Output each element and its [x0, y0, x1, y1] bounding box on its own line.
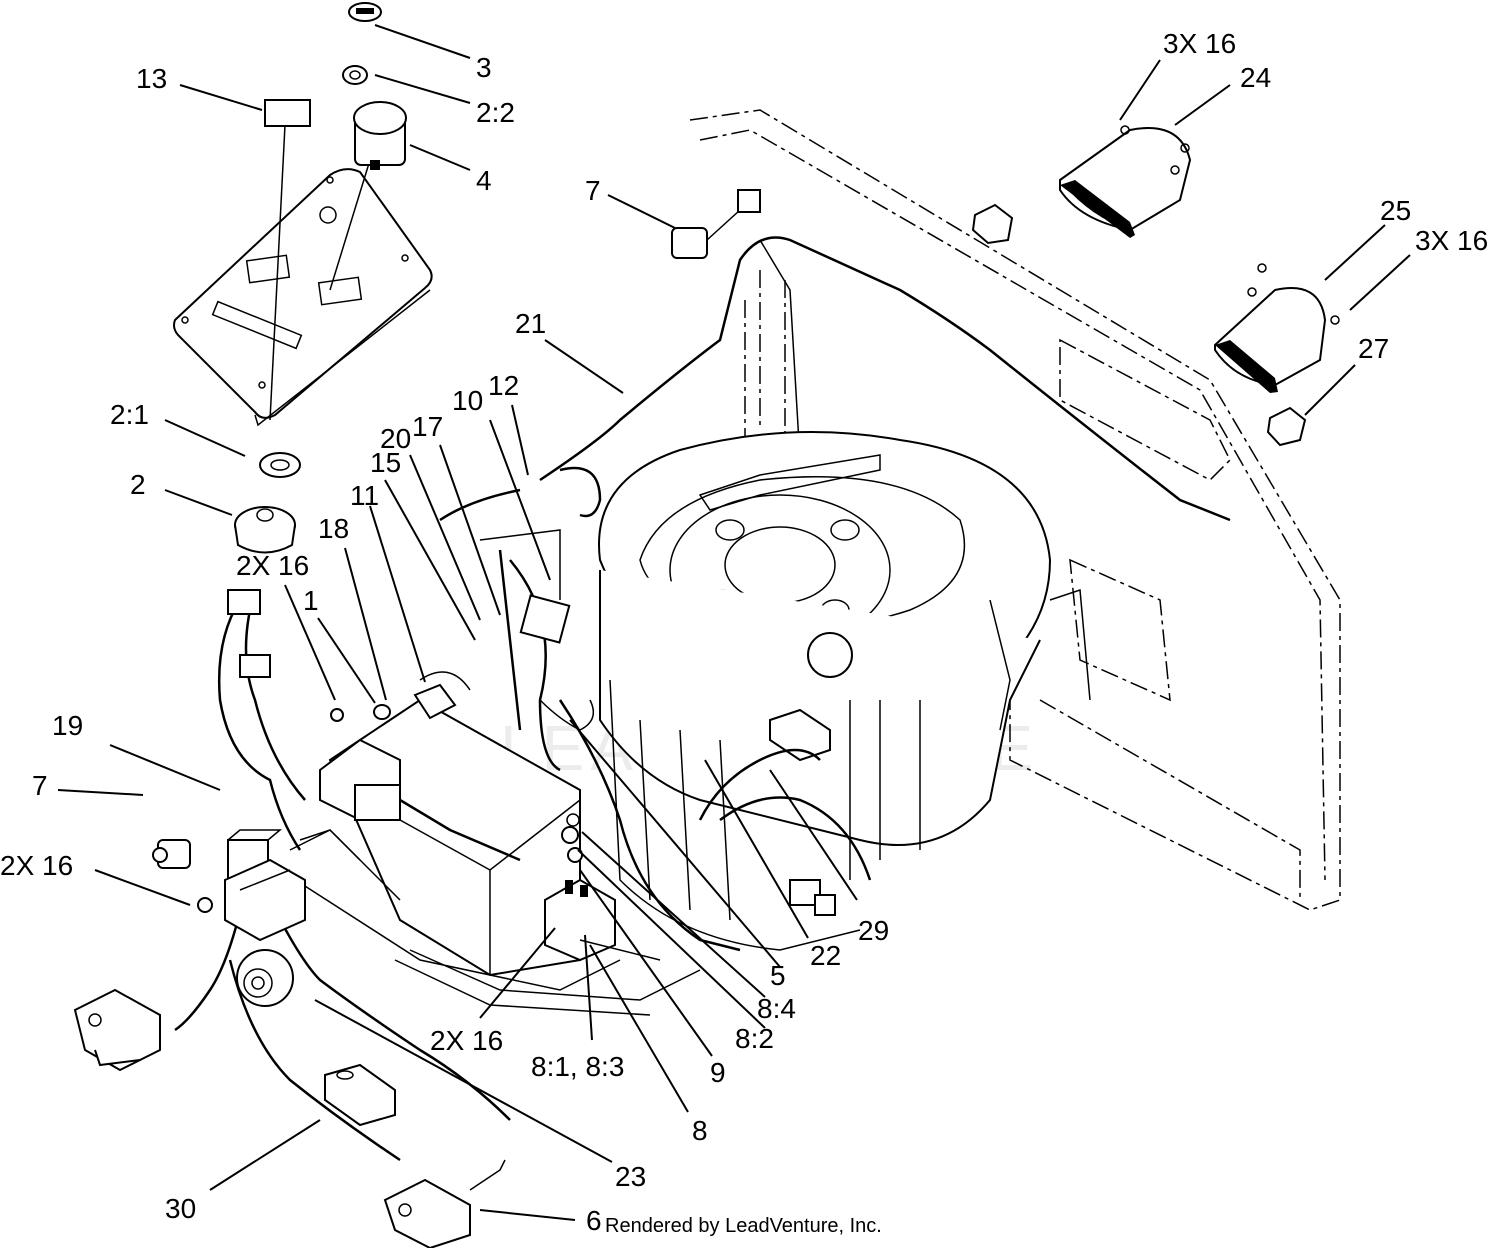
callout-2x16-a: 2X 16 [236, 550, 309, 581]
callout-4: 4 [476, 165, 492, 196]
callout-10: 10 [452, 385, 483, 416]
part-13-decal [264, 99, 311, 127]
part-7-left-plug [152, 839, 191, 869]
wire-harness [439, 236, 1231, 952]
callout-1: 1 [303, 585, 319, 616]
callout-8-1-8-3: 8:1, 8:3 [531, 1051, 624, 1082]
part-25-headlight [1214, 263, 1340, 393]
relay-bracket [197, 829, 361, 942]
part-2-1-washer [259, 452, 301, 478]
part-6-connector [383, 1159, 506, 1248]
callout-24: 24 [1240, 62, 1271, 93]
callout-5: 5 [770, 960, 786, 991]
engine-harness [698, 708, 836, 916]
engine [598, 431, 1091, 951]
callout-21: 21 [515, 308, 546, 339]
callout-18: 18 [318, 513, 349, 544]
part-8-solenoid [544, 813, 661, 962]
part-2-knob [234, 506, 296, 554]
callout-11: 11 [350, 480, 379, 511]
battery-cables [373, 529, 595, 772]
callout-2-2: 2:2 [476, 97, 515, 128]
callout-2: 2 [130, 469, 146, 500]
callout-20: 20 [380, 423, 411, 454]
leader-lines [57, 24, 1411, 1221]
callout-15: 15 [370, 447, 401, 478]
callout-23: 23 [615, 1161, 646, 1192]
credit-text: Rendered by LeadVenture, Inc. [605, 1215, 882, 1237]
callout-8-2: 8:2 [735, 1023, 774, 1054]
part-23-buzzer [236, 949, 294, 1007]
frame-panel [689, 109, 1341, 911]
part-3-key [348, 2, 382, 22]
callout-9: 9 [710, 1057, 726, 1088]
callout-30: 30 [165, 1193, 196, 1224]
callout-13: 13 [136, 63, 167, 94]
part-24-headlight [1059, 125, 1192, 238]
callout-17: 17 [412, 411, 443, 442]
callout-19: 19 [52, 710, 83, 741]
callout-8: 8 [692, 1115, 708, 1146]
part-7-top-plug [671, 189, 761, 259]
callout-2x16-c: 2X 16 [430, 1025, 503, 1056]
callout-labels: 3 2:2 13 4 2:1 2 2X 16 1 18 11 15 20 17 … [0, 28, 1488, 1236]
callout-3x16-right: 3X 16 [1415, 225, 1488, 256]
callout-25: 25 [1380, 195, 1411, 226]
callout-27: 27 [1358, 333, 1389, 364]
connector-bottom-left [73, 988, 161, 1072]
callout-2-1: 2:1 [110, 399, 149, 430]
callout-29: 29 [858, 915, 889, 946]
part-4-switch [353, 101, 407, 170]
callout-6: 6 [586, 1205, 602, 1236]
callout-8-4: 8:4 [757, 993, 796, 1024]
callout-2x16-b: 2X 16 [0, 850, 73, 881]
part-27-clip [971, 203, 1307, 447]
callout-7-left: 7 [32, 770, 48, 801]
part-30-module [324, 1063, 396, 1127]
connector-top-left [227, 589, 271, 678]
callout-3: 3 [476, 52, 492, 83]
callout-7-top: 7 [585, 175, 601, 206]
callout-12: 12 [488, 370, 519, 401]
seat-plate [173, 124, 433, 427]
part-2-2-nut [342, 65, 368, 85]
callout-3x16-top: 3X 16 [1163, 28, 1236, 59]
callout-22: 22 [810, 940, 841, 971]
